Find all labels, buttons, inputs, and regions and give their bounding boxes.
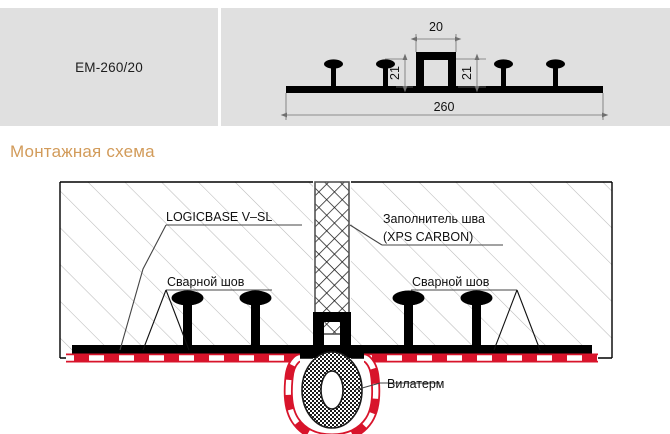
profile-center-channel (416, 52, 456, 87)
waterstop-stud-3 (392, 290, 425, 348)
dimension-stud-height-right-value: 21 (460, 66, 474, 80)
strip-divider (218, 8, 221, 126)
product-strip: EM-260/20 (0, 8, 670, 126)
profile-stud-4 (546, 59, 565, 88)
dimension-total-width: 260 (280, 93, 609, 120)
profile-base-plate (286, 86, 603, 93)
concrete-slab-right (351, 182, 612, 358)
waterstop-stud-2 (239, 290, 272, 348)
section-heading: Монтажная схема (10, 142, 155, 161)
profile-stud-3 (494, 59, 513, 88)
dimension-stud-height-left-value: 21 (388, 66, 402, 80)
label-joint-filler-line1: Заполнитель шва (383, 212, 485, 226)
vilaterm-cord (301, 351, 363, 429)
concrete-slab-left (60, 182, 313, 358)
profile-stud-1 (324, 59, 343, 88)
profile-stud-2 (376, 59, 395, 88)
leader-lines (119, 224, 541, 391)
dimension-stud-height-left: 21 (385, 53, 413, 93)
dimension-channel-width: 20 (410, 20, 462, 52)
label-weld-seam-right: Сварной шов (412, 275, 490, 289)
dimension-channel-width-value: 20 (429, 20, 443, 34)
joint-filler-xps (314, 181, 350, 335)
waterstop-stud-1 (171, 290, 204, 348)
membrane-logicbase (66, 353, 598, 434)
waterstop-stud-4 (460, 290, 493, 348)
label-joint-filler-line2: (XPS CARBON) (383, 230, 473, 244)
waterstop-center-channel (313, 312, 351, 348)
label-vilaterm: Вилатерм (387, 377, 444, 391)
label-waterstop: LOGICBASE V–SL (166, 210, 272, 224)
assembly-drawing: LOGICBASE V–SL Заполнитель шва (XPS CARB… (59, 181, 613, 434)
dimension-stud-height-right: 21 (456, 53, 486, 93)
dimension-total-width-value: 260 (434, 100, 455, 114)
label-weld-seam-left: Сварной шов (167, 275, 245, 289)
profile-cross-section-drawing: 20 21 21 260 (280, 20, 609, 120)
product-code-label: EM-260/20 (75, 59, 143, 75)
